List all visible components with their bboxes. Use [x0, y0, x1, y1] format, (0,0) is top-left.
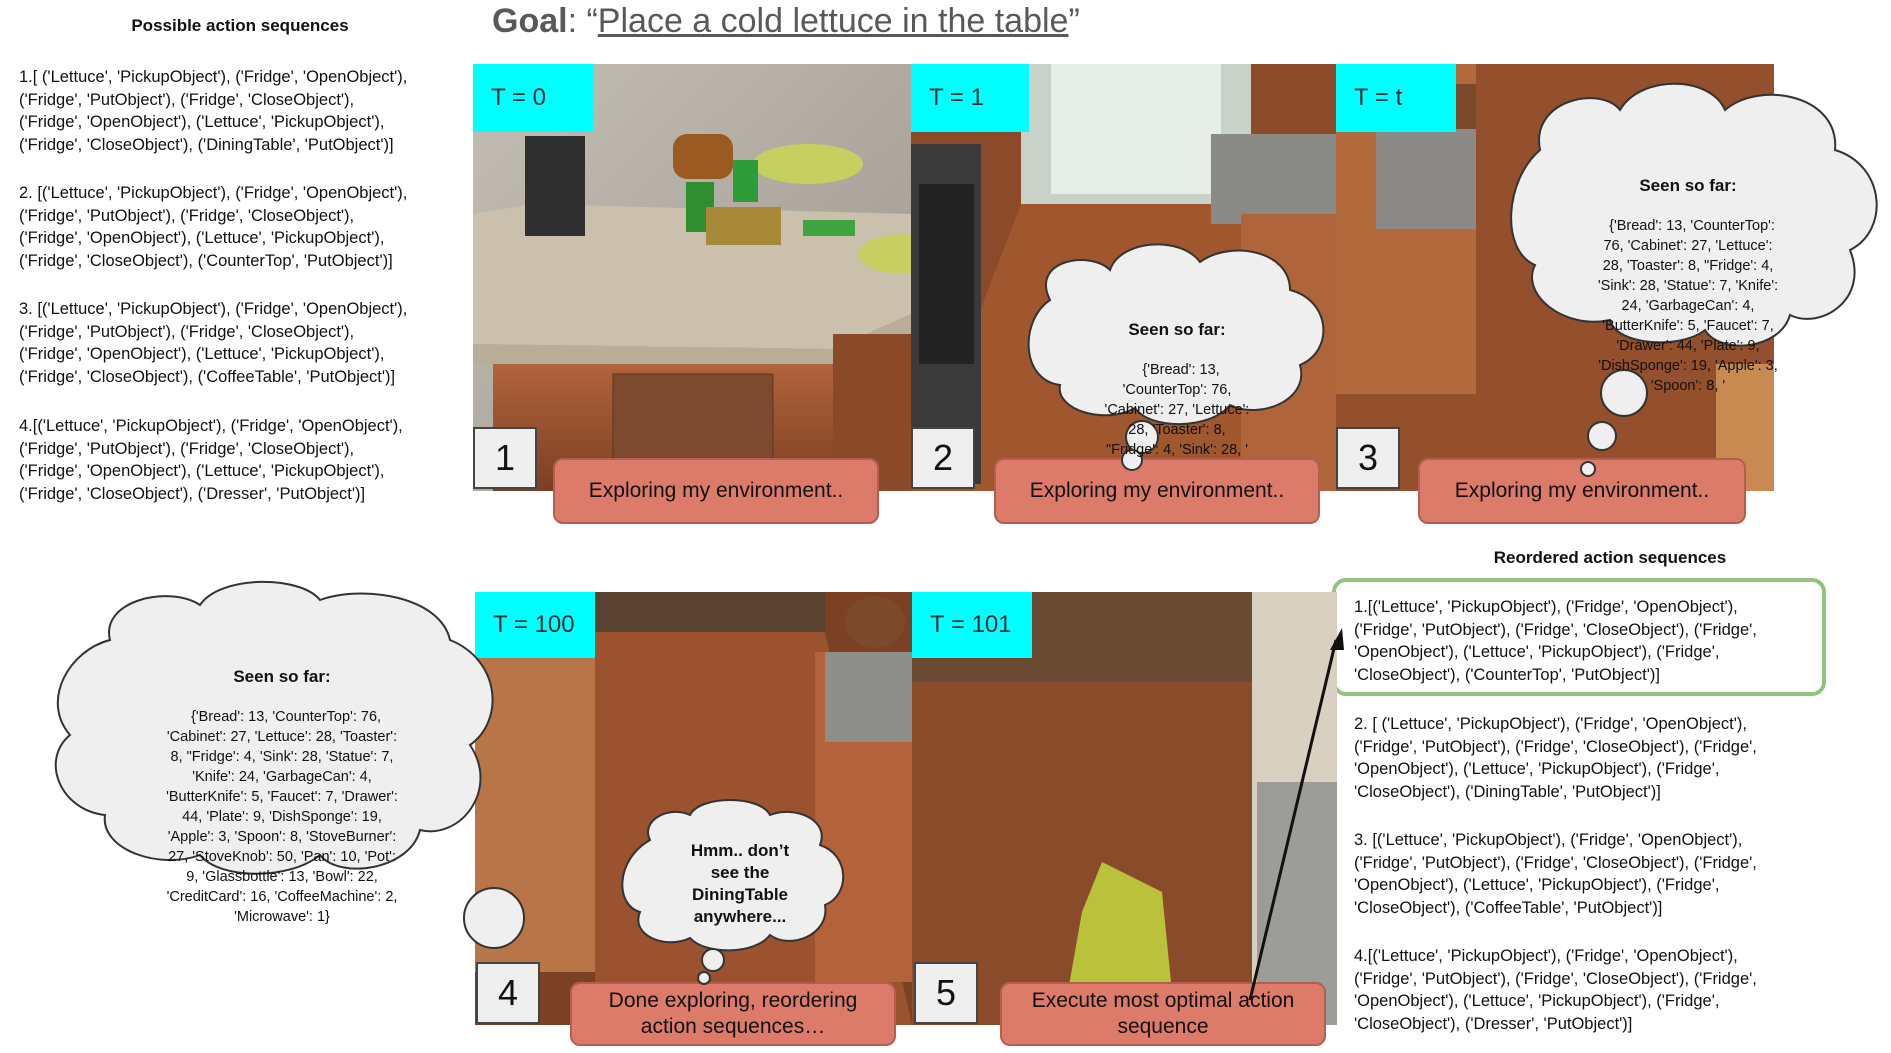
- reordered-seq-3: 3. [('Lettuce', 'PickupObject'), ('Fridg…: [1354, 831, 1757, 917]
- cloud-body-2: {'Bread': 13, 'CounterTop': 76, 'Cabinet…: [1104, 362, 1250, 458]
- possible-seq-3: 3. [('Lettuce', 'PickupObject'), ('Fridg…: [19, 300, 408, 386]
- step-number-2: 2: [911, 427, 975, 489]
- goal-text: Place a cold lettuce in the table: [597, 2, 1069, 40]
- goal-prefix: Goal: [492, 2, 568, 40]
- scene-1-image: [473, 64, 911, 491]
- step-number-4: 4: [476, 962, 540, 1024]
- time-label-5: T = 101: [912, 592, 1032, 658]
- reordered-heading: Reordered action sequences: [1493, 548, 1727, 567]
- time-label-2: T = 1: [911, 64, 1029, 132]
- step-number-1: 1: [473, 427, 537, 489]
- goal-suffix: ”: [1068, 2, 1080, 40]
- reordered-seq-1: 1.[('Lettuce', 'PickupObject'), ('Fridge…: [1354, 598, 1757, 684]
- step-number-3: 3: [1336, 427, 1400, 489]
- time-label-3: T = t: [1336, 64, 1456, 132]
- possible-seq-2: 2. [('Lettuce', 'PickupObject'), ('Fridg…: [19, 184, 408, 270]
- possible-seq-4: 4.[('Lettuce', 'PickupObject'), ('Fridge…: [19, 417, 403, 503]
- possible-heading: Possible action sequences: [131, 16, 349, 35]
- status-box-1: Exploring my environment..: [553, 458, 879, 524]
- cloud-title-4: Seen so far:: [233, 667, 331, 686]
- scene-panel-5: T = 101: [912, 592, 1337, 1025]
- cloud-title-3: Seen so far:: [1639, 176, 1737, 195]
- thought-cloud-icon: [54, 82, 1878, 985]
- time-label-4: T = 100: [475, 592, 595, 658]
- cloud-text-3: Seen so far: {'Bread': 13, 'CounterTop':…: [1548, 136, 1828, 396]
- cloud-text-2: Seen so far: {'Bread': 13, 'CounterTop':…: [1052, 280, 1302, 460]
- status-box-4: Done exploring, reordering action sequen…: [570, 982, 896, 1046]
- arrow-icon: [1248, 628, 1344, 1001]
- reordered-seq-4: 4.[('Lettuce', 'PickupObject'), ('Fridge…: [1354, 947, 1757, 1033]
- step-number-5: 5: [914, 962, 978, 1024]
- time-label-1: T = 0: [473, 64, 593, 132]
- cloud-title-2: Seen so far:: [1128, 320, 1226, 339]
- possible-seq-1: 1.[ ('Lettuce', 'PickupObject'), ('Fridg…: [19, 68, 408, 154]
- cloud-text-4: Seen so far: {'Bread': 13, 'CounterTop':…: [112, 627, 452, 927]
- cloud-body-4: {'Bread': 13, 'CounterTop': 76, 'Cabinet…: [166, 709, 398, 925]
- reordered-seq-2: 2. [ ('Lettuce', 'PickupObject'), ('Frid…: [1354, 715, 1757, 801]
- scene-panel-1: T = 0: [473, 64, 911, 491]
- status-box-5: Execute most optimal action sequence: [1000, 982, 1326, 1046]
- scene-5-image: [912, 592, 1337, 1025]
- goal-title: Goal: “Place a cold lettuce in the table…: [492, 2, 1080, 41]
- status-box-2: Exploring my environment..: [994, 458, 1320, 524]
- cloud-body-3: {'Bread': 13, 'CounterTop': 76, 'Cabinet…: [1597, 218, 1779, 394]
- goal-colon: : “: [567, 2, 598, 40]
- hmm-text: Hmm.. don’t see the DiningTable anywhere…: [690, 841, 790, 926]
